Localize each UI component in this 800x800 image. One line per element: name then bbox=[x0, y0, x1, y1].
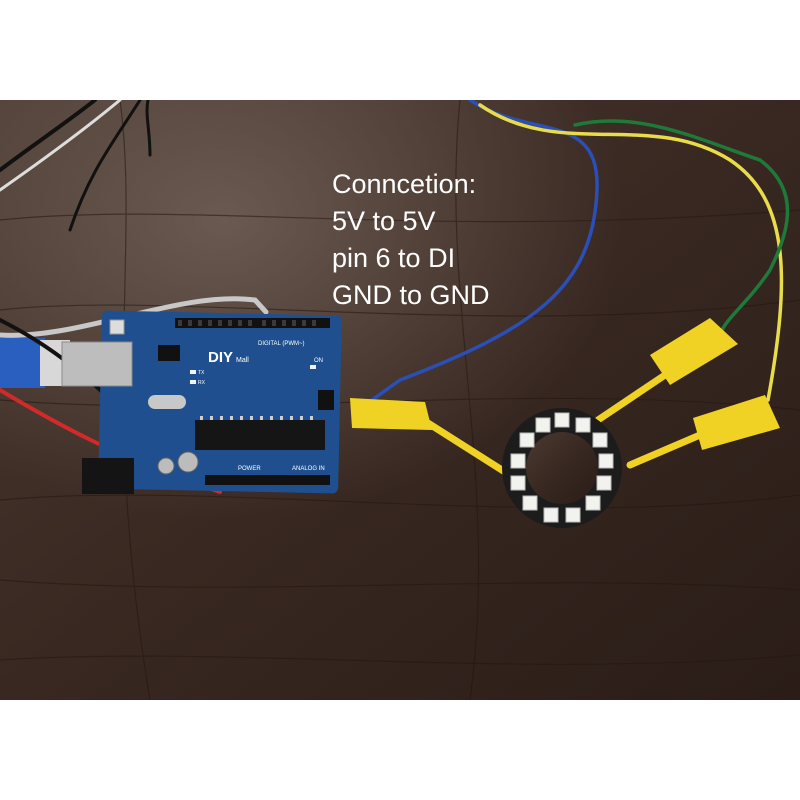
board-brand-label: DIY bbox=[208, 349, 233, 366]
on-label: ON bbox=[314, 358, 323, 364]
digital-pins-label: DIGITAL (PWM~) bbox=[258, 341, 305, 347]
photo-scene: DIY Mall DIGITAL (PWM~) POWER ANALOG IN … bbox=[0, 100, 800, 700]
led bbox=[510, 412, 614, 523]
usb-plug bbox=[0, 338, 70, 388]
status-led bbox=[190, 380, 196, 384]
power-label: POWER bbox=[238, 466, 261, 472]
yellow-wire bbox=[478, 103, 784, 402]
capacitor bbox=[177, 451, 199, 473]
rx-label: RX bbox=[198, 380, 206, 386]
caption-line-gnd: GND to GND bbox=[332, 280, 490, 310]
capacitor bbox=[157, 457, 175, 475]
blue-wire bbox=[370, 100, 599, 402]
icsp-header bbox=[318, 390, 334, 410]
analog-label: ANALOG IN bbox=[292, 466, 325, 472]
connection-wires bbox=[370, 100, 790, 402]
caption-line-5v: 5V to 5V bbox=[332, 206, 436, 236]
tx-label: TX bbox=[198, 370, 205, 376]
microcontroller-chip bbox=[195, 420, 325, 450]
green-wire bbox=[573, 119, 790, 332]
reset-button bbox=[109, 319, 125, 335]
crystal bbox=[148, 395, 186, 409]
caption-line-pin6: pin 6 to DI bbox=[332, 243, 456, 273]
test-clip-top-right bbox=[594, 318, 738, 424]
usb-jack bbox=[61, 341, 133, 387]
usb-cables bbox=[0, 100, 152, 232]
status-led bbox=[190, 370, 196, 374]
status-led bbox=[310, 365, 316, 369]
connection-caption: Conncetion: 5V to 5V pin 6 to DI GND to … bbox=[332, 166, 490, 314]
dc-power-jack bbox=[82, 458, 134, 494]
power-header bbox=[205, 475, 330, 485]
test-clip-bottom-right bbox=[626, 395, 780, 469]
caption-line-title: Conncetion: bbox=[332, 169, 477, 199]
arduino-board: DIY Mall DIGITAL (PWM~) POWER ANALOG IN … bbox=[61, 310, 342, 494]
test-clip-left bbox=[350, 398, 509, 476]
led-ring bbox=[502, 408, 622, 528]
digital-header bbox=[175, 318, 330, 328]
icsp-header bbox=[158, 345, 180, 361]
board-brand-suffix-label: Mall bbox=[236, 357, 249, 364]
